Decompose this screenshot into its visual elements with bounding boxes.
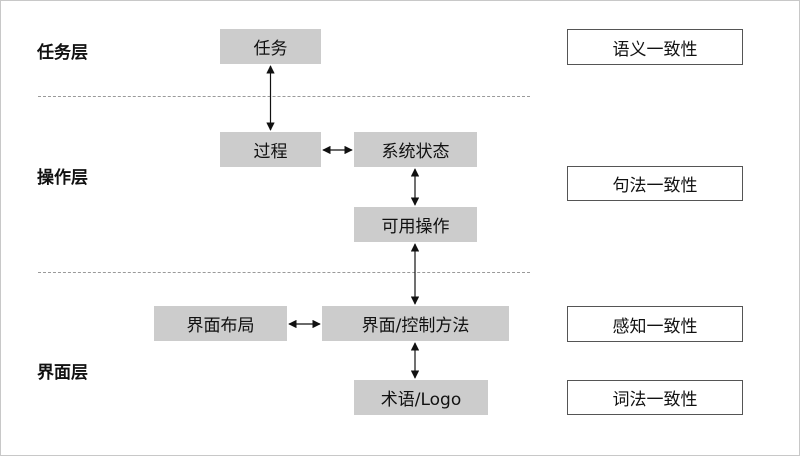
node-interface-control-method: 界面/控制方法 [322, 306, 509, 341]
consistency-semantic: 语义一致性 [567, 29, 743, 65]
divider-operation-interface [38, 272, 530, 273]
layer-label-task: 任务层 [37, 43, 88, 63]
node-terminology-logo: 术语/Logo [354, 380, 488, 415]
divider-task-operation [38, 96, 530, 97]
node-interface-layout: 界面布局 [154, 306, 287, 341]
node-available-operations: 可用操作 [354, 207, 477, 242]
layer-label-interface: 界面层 [37, 363, 88, 383]
layer-label-operation: 操作层 [37, 168, 88, 188]
node-task: 任务 [220, 29, 321, 64]
consistency-syntactic: 句法一致性 [567, 166, 743, 201]
consistency-perceptual: 感知一致性 [567, 306, 743, 342]
consistency-lexical: 词法一致性 [567, 380, 743, 415]
node-process: 过程 [220, 132, 321, 167]
node-system-state: 系统状态 [354, 132, 477, 167]
